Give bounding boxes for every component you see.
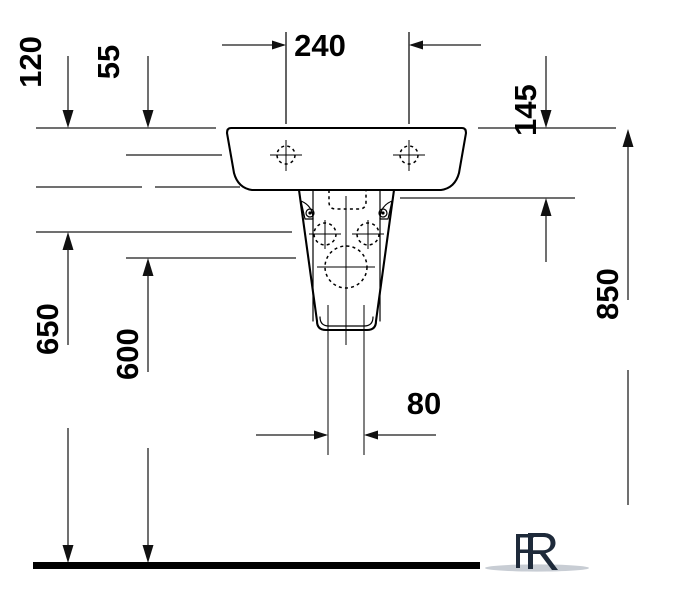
fixing-bolt-left-core	[308, 211, 312, 215]
dimension-80-arrow-right	[364, 430, 378, 440]
semi-pedestal-right-wall	[374, 188, 396, 323]
outlet-center-marks	[309, 196, 384, 345]
siphon-hidden-outline	[328, 190, 367, 210]
fr-monogram-logo: FR	[485, 533, 589, 572]
logo-shadow	[485, 564, 589, 572]
semi-pedestal-left-wall	[297, 188, 319, 323]
dimension-240: 240	[222, 28, 481, 124]
dimension-850-value: 850	[590, 268, 625, 320]
logo-glyphs	[516, 533, 558, 570]
dimension-600-arrow-top	[142, 258, 154, 276]
dimension-55: 55	[91, 45, 154, 128]
fixing-lug-left	[300, 200, 314, 220]
basin-rim-outline	[225, 126, 468, 192]
dimension-240-arrow-right	[409, 40, 423, 50]
dimension-80-arrow-left	[314, 430, 328, 440]
dimension-145: 145	[400, 56, 616, 262]
dimension-600-value: 600	[110, 328, 145, 380]
dimension-650-arrow-bottom	[62, 545, 74, 563]
dimension-55-value: 55	[91, 45, 126, 79]
washbasin-body	[225, 126, 468, 455]
dimension-145-arrow-bottom	[540, 198, 552, 216]
dimension-80: 80	[256, 386, 441, 440]
dimension-80-value: 80	[407, 386, 441, 421]
dimension-240-arrow-left	[272, 40, 286, 50]
waste-pipe-edges	[327, 305, 365, 455]
dimension-240-value: 240	[294, 28, 346, 63]
dimension-850: 850	[590, 129, 634, 505]
dimension-600-arrow-bottom	[142, 545, 154, 563]
witness-lines-left	[36, 127, 296, 259]
dimension-145-value: 145	[508, 84, 543, 136]
dimension-120-value: 120	[13, 36, 48, 88]
dimension-120: 120	[13, 36, 74, 128]
dimension-55-arrow	[142, 110, 154, 128]
fixing-bolt-left	[305, 208, 315, 218]
dimension-600: 600	[110, 258, 154, 563]
dimension-650-arrow-top	[62, 232, 74, 250]
fixing-bolt-right-core	[381, 211, 385, 215]
dimension-120-arrow	[62, 110, 74, 128]
fixing-lug-right	[379, 200, 393, 220]
fixing-bolt-right	[378, 208, 388, 218]
dimension-650: 650	[30, 232, 74, 563]
dimension-850-arrow	[622, 129, 634, 147]
dimension-145-arrow-top	[540, 110, 552, 128]
tap-hole-center-marks	[270, 140, 425, 171]
finished-floor-line	[33, 562, 480, 569]
dimension-650-value: 650	[30, 303, 65, 355]
